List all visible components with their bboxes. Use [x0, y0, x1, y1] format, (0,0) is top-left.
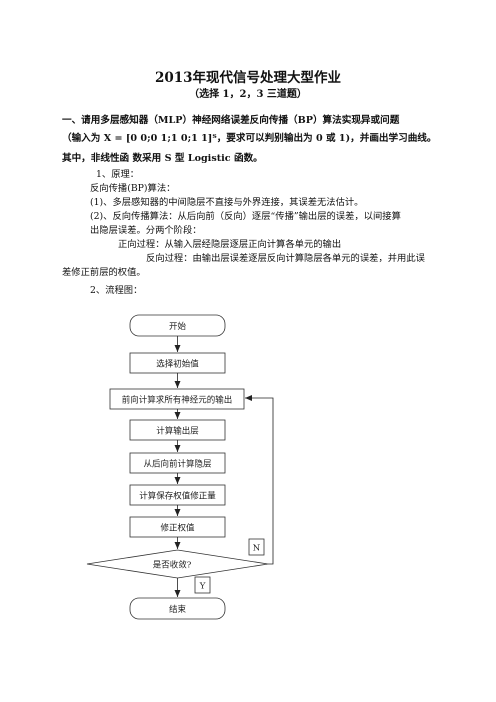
flow-end-node: [129, 597, 226, 620]
flow-forward-label: 前向计算求所有神经元的输出: [122, 395, 233, 406]
question-line-2: （输入为 X = [0 0;0 1;1 0;1 1]ᵀ，要求可以判别输出为 0 …: [62, 133, 437, 144]
doc-title: 2013年现代信号处理大型作业: [154, 70, 342, 86]
flow-update-label: 修正权值: [160, 523, 195, 534]
flow-save-label: 计算保存权值修正量: [139, 491, 216, 502]
flowchart-heading: 2、流程图：: [90, 285, 143, 296]
principle-line-1: 反向传播(BP)算法：: [90, 183, 176, 194]
principle-line-2: (1)、多层感知器的中间隐层不直接与外界连接，其误差无法估计。: [90, 197, 364, 208]
question-line-1: 一、请用多层感知器（MLP）神经网络误差反向传播（BP）算法实现异或问题: [62, 115, 400, 126]
principle-line-5: 正向过程：从输入层经隐层逐层正向计算各单元的输出: [118, 239, 342, 250]
question-line-3: 其中，非线性函 数采用 S 型 Logistic 函数。: [62, 153, 263, 164]
principle-line-6: 反向过程：由输出层误差逐层反向计算隐层各单元的误差，并用此误: [146, 253, 425, 264]
principle-line-4: 出隐层误差。分两个阶段：: [90, 225, 202, 236]
flow-yes-label: Y: [199, 582, 206, 592]
flow-init-label: 选择初始值: [156, 359, 199, 370]
flow-yes-badge: [194, 576, 211, 594]
flow-no-badge: [248, 538, 265, 556]
flow-end-label: 结束: [169, 604, 187, 615]
flow-output-label: 计算输出层: [156, 426, 199, 437]
flow-forward-box: [109, 388, 245, 410]
flow-hidden-label: 从后向前计算隐层: [143, 459, 211, 470]
principle-line-7: 差修正前层的权值。: [62, 267, 146, 278]
flow-decision-label: 是否收敛?: [153, 560, 192, 571]
principle-heading: 1、原理：: [96, 169, 140, 180]
flow-no-label: N: [253, 544, 261, 554]
flow-start-label: 开始: [169, 321, 187, 332]
principle-line-3: (2)、反向传播算法：从后向前（反向）逐层“传播”输出层的误差，以间接算: [90, 211, 401, 222]
doc-subtitle: （选择 1，2，3 三道题）: [189, 89, 307, 100]
flow-loop-line: [245, 395, 274, 565]
